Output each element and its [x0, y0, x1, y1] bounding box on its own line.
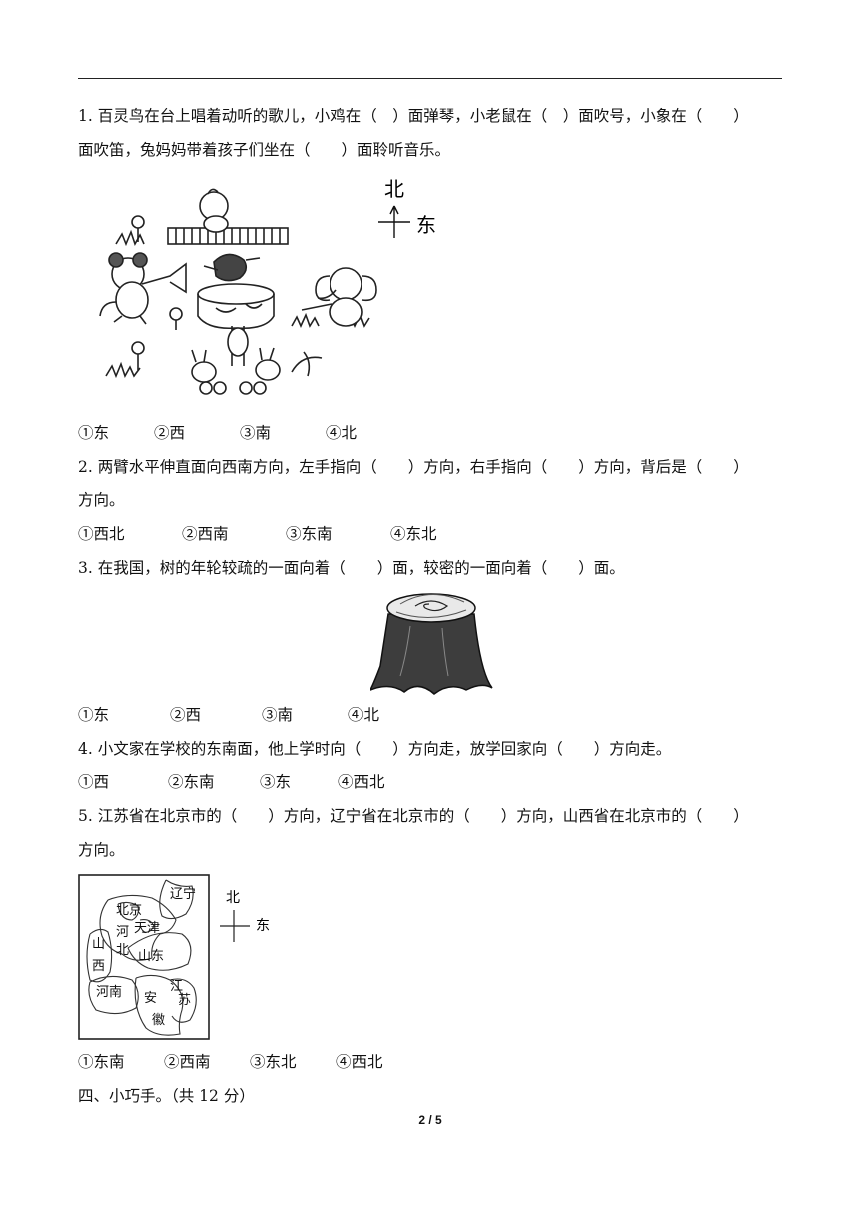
- map-label-jiangsu-2: 苏: [178, 992, 191, 1008]
- map-label-anhui-1: 安: [144, 991, 157, 1006]
- q1-options: ①东 ②西 ③南 ④北: [78, 423, 357, 443]
- q5-text-line2: 方向。: [78, 841, 125, 859]
- q2-option-1[interactable]: ①西北: [78, 525, 125, 543]
- top-rule: [78, 78, 782, 79]
- q3-option-3[interactable]: ③南: [262, 706, 294, 724]
- q3-option-4[interactable]: ④北: [348, 706, 380, 724]
- q1-option-3[interactable]: ③南: [240, 424, 272, 442]
- q1-option-2[interactable]: ②西: [154, 424, 186, 442]
- province-map: 辽宁 北京 天津 河 北 山 西 山东 河南 安 徽 江 苏: [78, 874, 210, 1040]
- q5-options: ①东南 ②西南 ③东北 ④西北: [78, 1052, 383, 1072]
- compass-east-label: 东: [416, 213, 436, 237]
- q4-option-4[interactable]: ④西北: [338, 773, 385, 791]
- q2-option-4[interactable]: ④东北: [390, 525, 437, 543]
- q1-option-4[interactable]: ④北: [326, 424, 358, 442]
- q3-text-line1: 3. 在我国，树的年轮较疏的一面向着（ ）面，较密的一面向着（ ）面。: [78, 559, 625, 577]
- q5-text-line1: 5. 江苏省在北京市的（ ）方向，辽宁省在北京市的（ ）方向，山西省在北京市的（…: [78, 807, 749, 825]
- map-label-shanxi-2: 西: [92, 959, 105, 974]
- map-label-liaoning: 辽宁: [170, 886, 196, 902]
- compass-rose-q5: 北 东: [220, 890, 270, 942]
- compass-north-label: 北: [384, 177, 404, 201]
- q2-text-line2: 方向。: [78, 491, 125, 509]
- q2-option-3[interactable]: ③东南: [286, 525, 333, 543]
- map-label-henan: 河南: [96, 984, 122, 1000]
- compass-rose-q1: 北 东: [378, 177, 436, 238]
- q4-option-2[interactable]: ②东南: [168, 773, 215, 791]
- q4-option-1[interactable]: ①西: [78, 773, 110, 791]
- compass-north-label: 北: [226, 890, 240, 906]
- map-label-tianjin: 天津: [134, 921, 160, 936]
- q1-text-line2: 面吹笛，兔妈妈带着孩子们坐在（ ）面聆听音乐。: [78, 141, 451, 159]
- q4-text-line1: 4. 小文家在学校的东南面，他上学时向（ ）方向走，放学回家向（ ）方向走。: [78, 740, 672, 758]
- q1-option-1[interactable]: ①东: [78, 424, 110, 442]
- q3-option-1[interactable]: ①东: [78, 706, 110, 724]
- q2-option-2[interactable]: ②西南: [182, 525, 229, 543]
- q2-text-line1: 2. 两臂水平伸直面向西南方向，左手指向（ ）方向，右手指向（ ）方向，背后是（…: [78, 458, 749, 476]
- q5-option-1[interactable]: ①东南: [78, 1053, 125, 1071]
- q5-option-2[interactable]: ②西南: [164, 1053, 211, 1071]
- map-label-hebei-2: 北: [116, 943, 129, 958]
- q4-option-3[interactable]: ③东: [260, 773, 292, 791]
- tree-stump-illustration: [370, 593, 493, 695]
- q3-options: ①东 ②西 ③南 ④北: [78, 705, 379, 725]
- concert-illustration: [99, 188, 377, 395]
- map-label-shanxi-1: 山: [92, 937, 105, 952]
- q5-option-3[interactable]: ③东北: [250, 1053, 297, 1071]
- map-label-anhui-2: 徽: [152, 1013, 165, 1028]
- map-label-hebei-1: 河: [116, 925, 129, 940]
- map-label-shandong: 山东: [138, 949, 164, 964]
- map-label-jiangsu-1: 江: [170, 979, 183, 994]
- page-number: 2 / 5: [418, 1113, 442, 1127]
- q1-text-line1: 1. 百灵鸟在台上唱着动听的歌儿，小鸡在（ ）面弹琴，小老鼠在（ ）面吹号，小象…: [78, 107, 749, 125]
- section-4-heading: 四、小巧手。（共 12 分）: [78, 1087, 255, 1105]
- q3-option-2[interactable]: ②西: [170, 706, 202, 724]
- q5-option-4[interactable]: ④西北: [336, 1053, 383, 1071]
- q4-options: ①西 ②东南 ③东 ④西北: [78, 772, 385, 792]
- compass-east-label: 东: [256, 918, 270, 934]
- map-label-beijing: 北京: [116, 903, 142, 918]
- q2-options: ①西北 ②西南 ③东南 ④东北: [78, 524, 437, 544]
